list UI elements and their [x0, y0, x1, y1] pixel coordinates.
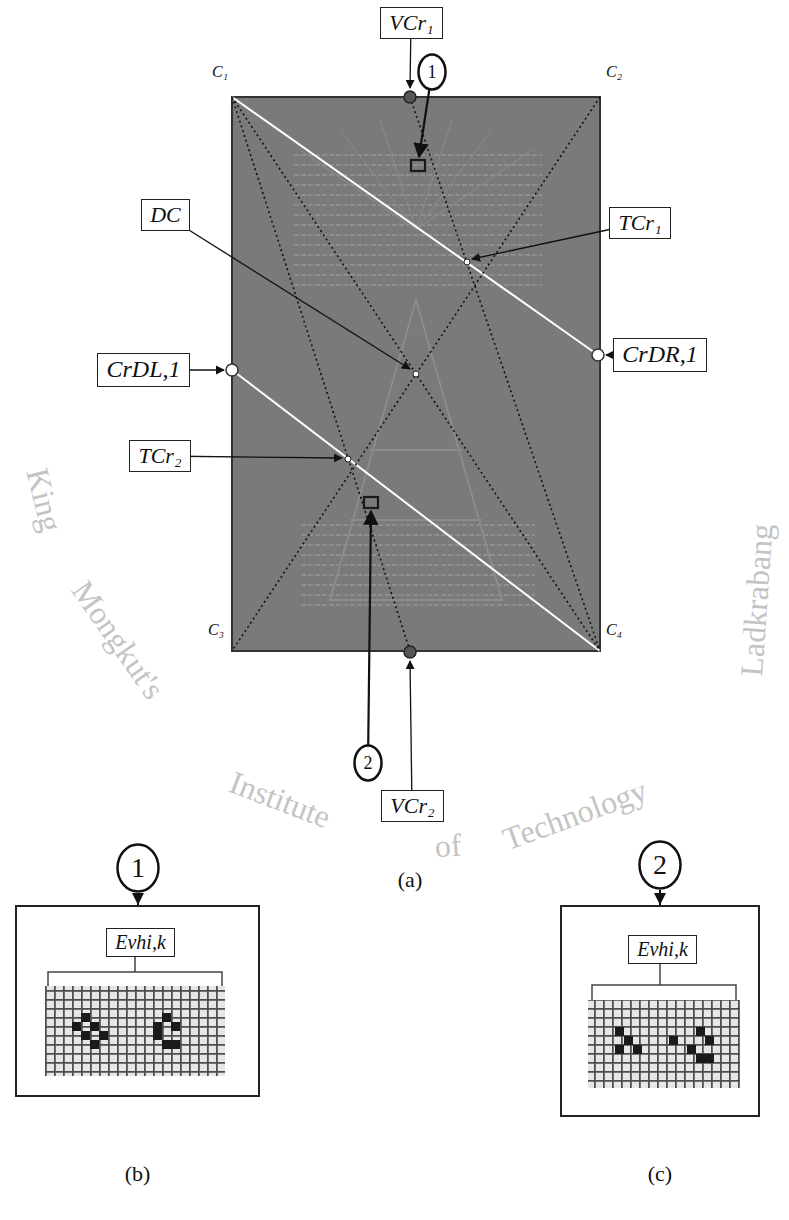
sample-window [411, 160, 425, 171]
side-crossing-point [226, 364, 238, 376]
subfigure-panel: (b)Evhi,k [15, 905, 260, 1097]
watermark-text: of [433, 828, 462, 865]
document-rays [300, 120, 532, 230]
callout-ellipse [118, 845, 159, 892]
corner-label: C₃ [208, 621, 224, 639]
watermark-text: King [19, 465, 69, 536]
callout-arrow [137, 893, 139, 905]
callout-number: 2 [353, 744, 383, 782]
center-point [413, 371, 419, 377]
watermark-text: Technology [498, 773, 652, 858]
point-label-box: TCr₁ [609, 207, 671, 239]
crossing-line [232, 97, 598, 355]
document-image [232, 97, 600, 651]
subfigure-caption: (a) [398, 868, 422, 892]
point-label: DC [150, 202, 181, 227]
crossing-point [464, 259, 470, 265]
callout-number-text: 2 [653, 849, 667, 881]
point-label-box: CrDL,1 [97, 353, 190, 387]
point-label-box: VCr₁ [380, 7, 443, 39]
subfigure-panel: (c)Evhi,k [560, 905, 760, 1117]
point-label: Evhi,k [637, 938, 688, 961]
crossing-point [345, 456, 351, 462]
callout-ellipse [640, 842, 681, 889]
subfigure-caption: (b) [17, 1161, 258, 1186]
callout-ellipse [419, 55, 446, 90]
pixel-grid [588, 1000, 740, 1088]
callout-number: 1 [116, 843, 160, 893]
point-label-box: VCr₂ [381, 790, 444, 822]
leader-line [165, 215, 410, 369]
construction-line [232, 97, 410, 651]
point-label-box: DC [141, 199, 190, 231]
leader-line [410, 661, 412, 806]
diagonal-line [232, 97, 600, 651]
callout-number-text: 1 [428, 62, 437, 83]
point-label: VCr₂ [390, 793, 434, 818]
crossing-line [232, 370, 600, 651]
side-crossing-point [592, 349, 604, 361]
document-text-area [300, 520, 535, 610]
pixel-grid [45, 986, 225, 1076]
watermark-text: Institute [225, 765, 336, 835]
pixel-blob [72, 1013, 180, 1049]
construction-line [410, 97, 600, 651]
callout-number: 2 [638, 840, 682, 890]
diagonal-line [232, 97, 600, 651]
callout-number: 1 [417, 53, 447, 91]
point-label: CrDR,1 [622, 341, 697, 369]
callout-number-text: 2 [364, 753, 373, 774]
subfigure-caption: (c) [562, 1161, 758, 1186]
callout-arrow [659, 890, 661, 905]
corner-label: C₄ [606, 621, 622, 639]
point-label: TCr₂ [138, 443, 181, 468]
corner-label: C₂ [606, 63, 622, 81]
document-emblem [330, 300, 502, 600]
watermark-text: Mongkut's [65, 574, 172, 705]
sample-window [364, 497, 378, 508]
corner-label: C₁ [212, 63, 228, 81]
point-label: VCr₁ [389, 10, 433, 35]
feature-label-box: Evhi,k [628, 935, 697, 964]
point-label-box: CrDR,1 [613, 338, 707, 372]
vertical-center-point [404, 646, 416, 658]
point-label: TCr₁ [618, 210, 661, 235]
callout-number-text: 1 [131, 852, 145, 884]
vertical-center-point [404, 91, 416, 103]
point-label: CrDL,1 [106, 356, 180, 384]
callout-ellipse [355, 746, 382, 781]
leader-line [368, 511, 371, 763]
pixel-blob [615, 1027, 714, 1063]
feature-label-box: Evhi,k [106, 928, 175, 957]
point-label: Evhi,k [115, 931, 166, 954]
watermark-text: Ladkrabang [734, 523, 780, 678]
point-label-box: TCr₂ [129, 440, 191, 472]
